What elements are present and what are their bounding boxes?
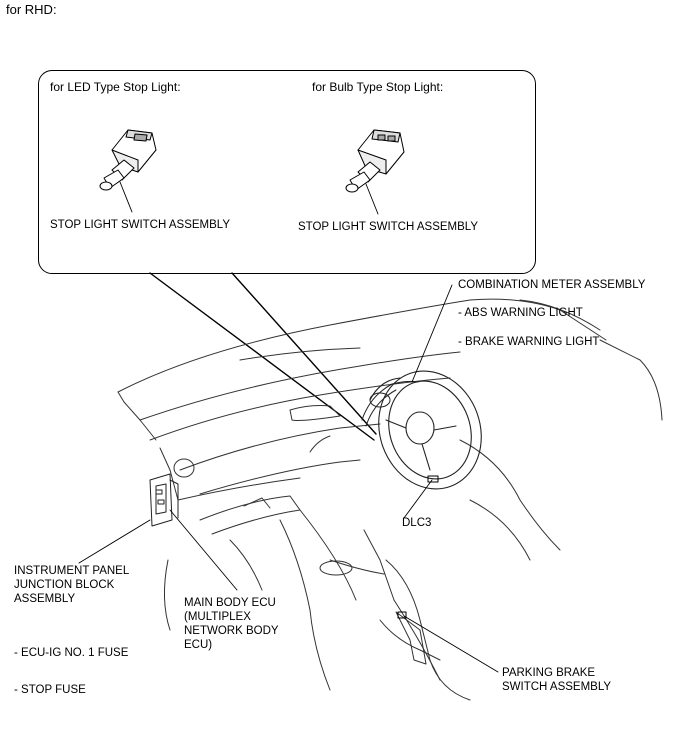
main-body-line-1: MAIN BODY ECU [184, 597, 276, 609]
callout-box [38, 70, 536, 274]
junction-block-icon [149, 473, 179, 527]
bulb-stop-light-switch-icon [345, 129, 405, 193]
dashboard-outline [117, 298, 663, 701]
dlc3-label: DLC3 [402, 517, 432, 529]
led-stop-light-switch-label: STOP LIGHT SWITCH ASSEMBLY [50, 219, 231, 231]
parking-brake-switch-label: PARKING BRAKE SWITCH ASSEMBLY [502, 666, 611, 694]
led-switch-leader [119, 181, 133, 213]
bulb-switch-leader [365, 183, 379, 215]
dlc3-connector-icon [427, 475, 439, 483]
instrument-panel-junction-block-label: INSTRUMENT PANEL JUNCTION BLOCK ASSEMBLY [14, 564, 129, 606]
stop-fuse-label: - STOP FUSE [14, 684, 86, 696]
main-body-line-3: NETWORK BODY [184, 625, 279, 637]
main-body-ecu-label: MAIN BODY ECU (MULTIPLEX NETWORK BODY EC… [184, 596, 279, 652]
page-title: for RHD: [6, 2, 57, 17]
brake-warning-light-label: - BRAKE WARNING LIGHT [458, 336, 600, 348]
ipjb-line-1: INSTRUMENT PANEL [14, 565, 130, 577]
ipjb-line-2: JUNCTION BLOCK [14, 579, 115, 591]
main-body-line-2: (MULTIPLEX [184, 611, 251, 623]
bulb-stop-light-switch-label: STOP LIGHT SWITCH ASSEMBLY [298, 221, 479, 233]
parking-line-1: PARKING BRAKE [502, 667, 596, 679]
ecu-ig-fuse-label: - ECU-IG NO. 1 FUSE [14, 647, 129, 659]
bulb-type-heading: for Bulb Type Stop Light: [312, 80, 444, 94]
led-stop-light-switch-icon [99, 129, 157, 191]
abs-warning-light-label: - ABS WARNING LIGHT [458, 307, 583, 319]
parking-line-2: SWITCH ASSEMBLY [502, 681, 612, 693]
main-body-line-4: ECU) [184, 639, 213, 651]
combination-meter-label: COMBINATION METER ASSEMBLY [458, 279, 646, 291]
combination-meter-icon [361, 380, 419, 427]
steering-wheel-icon [369, 370, 482, 490]
ipjb-line-3: ASSEMBLY [14, 593, 76, 605]
leader-lines [78, 284, 499, 673]
led-type-heading: for LED Type Stop Light: [50, 80, 181, 94]
parking-brake-switch-icon [397, 611, 407, 619]
